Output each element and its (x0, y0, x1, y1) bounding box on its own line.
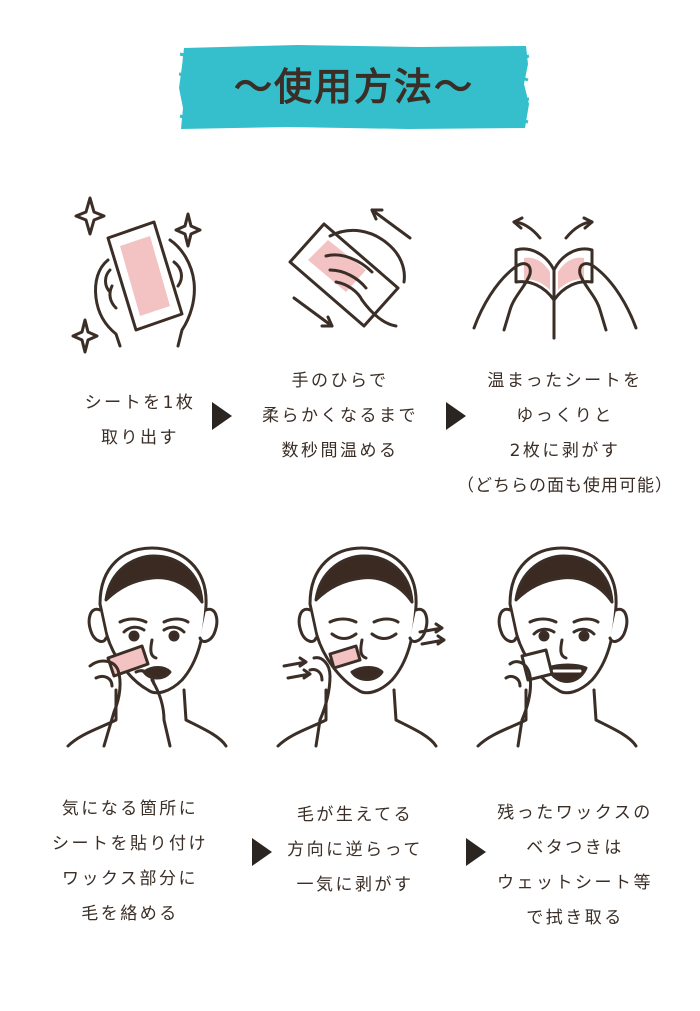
step6-illustration (476, 546, 638, 748)
step3-illustration (472, 216, 638, 340)
hand-icon (88, 659, 172, 748)
wax-sheet-icon (328, 644, 362, 670)
brush-banner-shape (178, 45, 530, 129)
hand-icon (472, 262, 638, 332)
title-banner: 〜使用方法〜 (178, 44, 530, 130)
step6-caption: 残ったワックスの ベタつきは ウェットシート等 で拭き取る (497, 803, 653, 928)
step2-caption: 手のひらで 柔らかくなるまで 数秒間温める (262, 371, 418, 461)
sparkle-icon (174, 212, 202, 248)
arrow-down-right-icon (292, 296, 334, 328)
hand-icon (324, 229, 406, 328)
page-title: 〜使用方法〜 (233, 65, 474, 109)
step2-illustration (288, 208, 412, 328)
next-step-arrow-icon (466, 838, 486, 866)
peeled-sheets-icon (514, 247, 594, 340)
face-icon (476, 546, 638, 748)
motion-arrows-right-icon (418, 622, 446, 646)
face-icon (66, 546, 228, 748)
arrow-up-right-icon (564, 216, 594, 240)
step1-caption: シートを1枚 取り出す (84, 393, 196, 448)
step4-illustration (66, 546, 228, 748)
step1-illustration (71, 196, 202, 354)
sparkle-icon (71, 318, 99, 354)
hand-icon (504, 660, 532, 748)
hand-icon (308, 656, 332, 748)
step5-caption: 毛が生えてる 方向に逆らって 一気に剥がす (287, 805, 423, 895)
next-step-arrow-icon (252, 838, 272, 866)
wax-sheet-icon (106, 220, 184, 332)
motion-arrows-left-icon (282, 656, 312, 680)
step4-caption: 気になる箇所に シートを貼り付け ワックス部分に 毛を絡める (52, 799, 208, 924)
next-step-arrow-icon (212, 402, 232, 430)
next-step-arrow-icon (446, 402, 466, 430)
step3-caption: 温まったシートを ゆっくりと 2枚に剥がす （どちらの面も使用可能） (457, 371, 673, 496)
arrow-up-right-icon (370, 208, 412, 240)
hand-icon (94, 238, 196, 348)
step5-illustration (276, 546, 446, 748)
sparkle-icon (74, 196, 106, 236)
wax-sheet-icon (288, 222, 400, 328)
arrow-up-left-icon (512, 216, 542, 240)
